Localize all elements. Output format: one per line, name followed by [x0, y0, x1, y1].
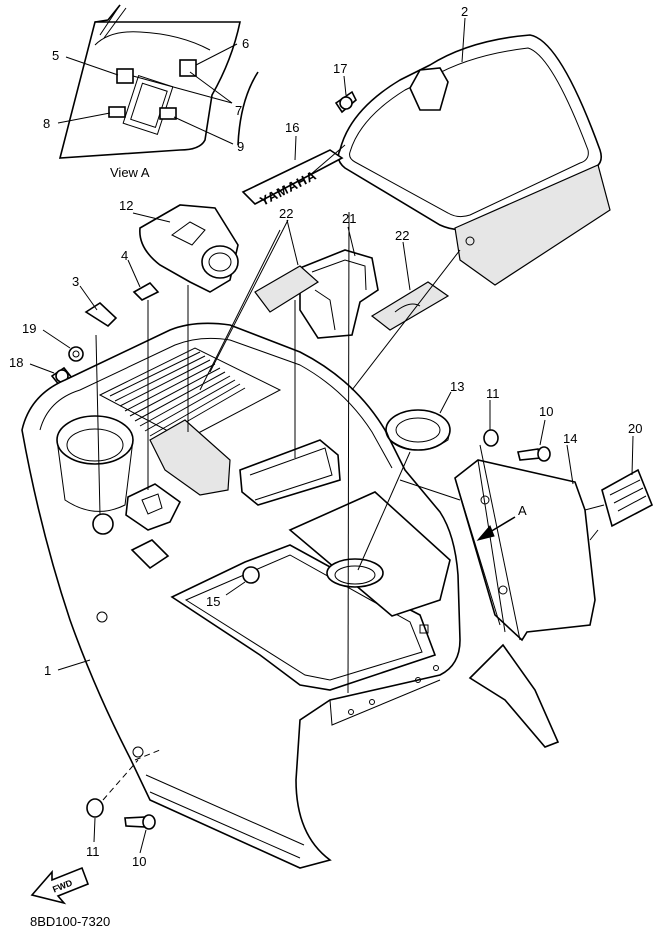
callout-22-right: 22	[395, 228, 409, 243]
callout-2: 2	[461, 4, 468, 19]
inset-pad-9	[159, 107, 177, 120]
clip-3	[84, 301, 118, 328]
callout-18: 18	[9, 355, 23, 370]
pad-22-right	[370, 281, 450, 331]
callout-1: 1	[44, 663, 51, 678]
callout-4: 4	[121, 248, 128, 263]
yamaha-decal: YAMAHA	[241, 149, 344, 209]
fwd-arrow-icon: FWD	[30, 866, 90, 905]
grommet-13	[385, 409, 451, 451]
nut-11-upper	[483, 429, 499, 447]
callout-10-upper: 10	[539, 404, 553, 419]
assembly-lines	[95, 144, 605, 801]
plug-15	[242, 566, 260, 584]
callout-15: 15	[206, 594, 220, 609]
diagram-code: 8BD100-7320	[30, 914, 110, 929]
callout-12: 12	[119, 198, 133, 213]
inset-pad-5	[116, 68, 134, 84]
view-a-label: View A	[110, 165, 150, 180]
label-20	[601, 468, 654, 528]
callout-5: 5	[52, 48, 59, 63]
pad-22-left	[254, 265, 319, 313]
callout-3: 3	[72, 274, 79, 289]
grille-lines	[109, 351, 246, 441]
callout-labels: 1 2 3 4 5 6 7 8 9 10 10 11 11 12 13 14 1…	[9, 4, 642, 869]
callout-17: 17	[333, 61, 347, 76]
callout-7: 7	[235, 103, 242, 118]
callout-11-lower: 11	[86, 844, 100, 859]
inset-pad-6	[179, 59, 197, 77]
view-arrow-label: A	[518, 503, 527, 518]
leader-lines	[29, 17, 634, 854]
callout-20: 20	[628, 421, 642, 436]
screw-17	[334, 90, 357, 114]
callout-10-lower: 10	[132, 854, 146, 869]
callout-13: 13	[450, 379, 464, 394]
bracket-21	[299, 249, 379, 339]
bolt-10-lower	[124, 814, 156, 830]
callout-21: 21	[342, 211, 356, 226]
nut-11-lower	[86, 798, 104, 818]
callout-22-left: 22	[279, 206, 293, 221]
callout-6: 6	[242, 36, 249, 51]
side-panel-14	[454, 459, 596, 642]
bolt-10-upper	[517, 446, 551, 462]
view-arrow-a: A	[476, 503, 527, 541]
bolt-19	[68, 346, 84, 362]
inset-pad-8	[108, 106, 126, 118]
callout-9: 9	[237, 139, 244, 154]
callout-19: 19	[22, 321, 36, 336]
console-body	[21, 322, 560, 869]
clip-4	[132, 281, 160, 301]
callout-14: 14	[563, 431, 577, 446]
callout-11-upper: 11	[486, 386, 500, 401]
storage-lid	[337, 34, 611, 286]
callout-16: 16	[285, 120, 299, 135]
callout-8: 8	[43, 116, 50, 131]
cup-holder-insert	[139, 204, 239, 293]
view-a-inset: View A	[57, 4, 259, 180]
